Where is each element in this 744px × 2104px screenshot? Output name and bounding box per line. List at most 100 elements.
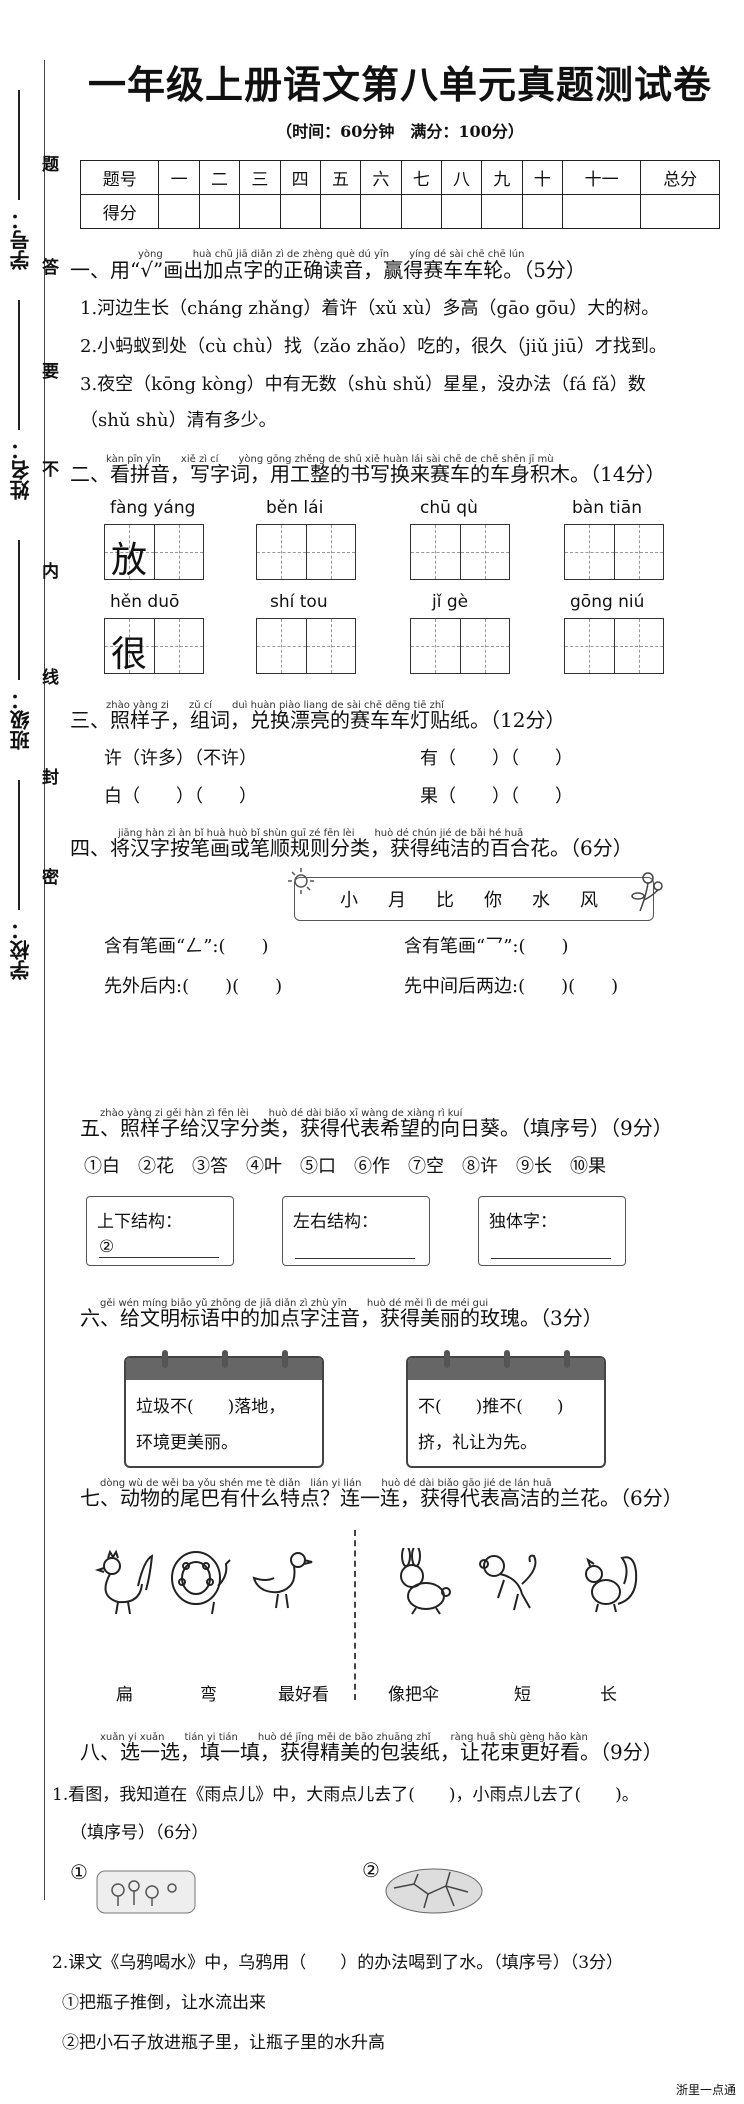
pic-label: ② [362, 1858, 380, 1882]
word-pinyin: jǐ gè [432, 592, 469, 612]
tail-word[interactable]: 最好看 [278, 1685, 329, 1705]
binding-margin: 题 答 要 不 内 线 封 密 学号： 姓名： 班级： 学校： [0, 0, 72, 2104]
tail-word[interactable]: 短 [514, 1685, 531, 1705]
classify-answer[interactable] [491, 1237, 611, 1259]
q8-part1-note: （填序号）（6分） [70, 1823, 209, 1843]
score-cell[interactable] [640, 194, 720, 229]
dry-land-pic-icon[interactable] [384, 1866, 484, 1916]
sun-icon [288, 868, 314, 894]
q4-blank[interactable]: 先外后内:( )( ) [104, 976, 283, 997]
score-header: 三 [239, 160, 281, 195]
q2-pinyin: kàn pīn yīn xiě zì cí yòng gōng zhěng de… [106, 454, 554, 465]
score-cell[interactable] [319, 194, 362, 229]
seal-char: 内 [38, 562, 58, 579]
q3-item[interactable]: 有（ ）（ ） [420, 748, 573, 769]
seal-char: 线 [38, 668, 58, 685]
tail-word[interactable]: 长 [600, 1685, 617, 1705]
q5-items: ①白 ②花 ③答 ④叶 ⑤口 ⑥作 ⑦空 ⑧许 ⑨长 ⑩果 [84, 1156, 606, 1177]
class-label: 班级： [9, 690, 33, 750]
rooster-icon[interactable] [88, 1546, 158, 1618]
student-number-field[interactable] [18, 90, 20, 200]
score-cell[interactable] [279, 194, 321, 229]
q3-item[interactable]: 白（ ）（ ） [104, 786, 257, 807]
score-header: 六 [360, 160, 402, 195]
q5-title: 五、照样子给汉字分类，获得代表希望的向日葵。（填序号）（9分） [80, 1116, 673, 1140]
banner-char: 风 [580, 890, 598, 911]
tail-word[interactable]: 扁 [116, 1685, 133, 1705]
q3-item[interactable]: 许（许多）（不许） [104, 748, 257, 769]
school-label: 学校： [9, 920, 33, 980]
q1-line[interactable]: （shǔ shù）清有多少。 [80, 410, 277, 431]
q8-option[interactable]: ①把瓶子推倒，让水流出来 [62, 1993, 266, 2013]
pic-label: ① [70, 1860, 88, 1884]
class-field[interactable] [18, 540, 20, 680]
writing-grid[interactable] [410, 524, 510, 580]
q8-pinyin: xuǎn yi xuǎn tián yi tián huò dé jīng mě… [100, 1732, 588, 1743]
slogan-sign[interactable]: 垃圾不( )落地， 环境更美丽。 [124, 1350, 324, 1468]
q4-pinyin: jiāng hàn zì àn bǐ huà huò bǐ shùn guī z… [118, 828, 524, 839]
garden-pic-icon[interactable] [96, 1870, 196, 1914]
classify-answer[interactable] [295, 1237, 415, 1259]
writing-grid[interactable] [564, 618, 664, 674]
tail-word[interactable]: 弯 [200, 1685, 217, 1705]
writing-grid[interactable]: 很 [104, 618, 204, 675]
q3-item[interactable]: 果（ ）（ ） [420, 786, 573, 807]
writing-grid[interactable] [256, 524, 356, 580]
slogan-line: 环境更美丽。 [136, 1433, 238, 1453]
slogan-line[interactable]: 垃圾不( )落地， [136, 1397, 286, 1417]
word-pinyin: hěn duō [110, 592, 180, 612]
squirrel-icon[interactable] [574, 1548, 644, 1620]
q4-title: 四、将汉字按笔画或笔顺规则分类，获得纯洁的百合花。（6分） [70, 836, 633, 860]
school-field[interactable] [18, 780, 20, 910]
word-pinyin: chū qù [420, 498, 478, 518]
slogan-sign[interactable]: 不( )推不( ) 挤，礼让为先。 [406, 1350, 606, 1468]
rabbit-icon[interactable] [386, 1548, 456, 1620]
score-cell[interactable] [521, 194, 563, 229]
writing-grid[interactable] [410, 618, 510, 674]
q1-line[interactable]: 2.小蚂蚁到处（cù chù）找（zǎo zhǎo）吃的，很久（jiǔ jiū）… [80, 336, 667, 357]
q1-line[interactable]: 1.河边生长（cháng zhǎng）着许（xǔ xù）多高（gāo gōu）大… [80, 298, 660, 319]
score-cell[interactable] [440, 194, 483, 229]
q4-blank[interactable]: 含有笔画“𠃋”:( ) [104, 936, 269, 957]
student-number-label: 学号： [9, 210, 33, 270]
slogan-line[interactable]: 不( )推不( ) [418, 1397, 564, 1417]
score-cell[interactable] [481, 194, 523, 229]
duck-icon[interactable] [250, 1546, 320, 1618]
score-cell[interactable] [360, 194, 402, 229]
q2-title: 二、看拼音，写字词，用工整的书写换来赛车的车身积木。（14分） [70, 462, 666, 486]
score-cell[interactable] [198, 194, 241, 229]
classify-box[interactable]: 左右结构： [282, 1196, 430, 1266]
q8-option[interactable]: ②把小石子放进瓶子里，让瓶子里的水升高 [62, 2033, 385, 2053]
q4-blank[interactable]: 先中间后两边:( )( ) [404, 976, 619, 997]
score-header: 九 [481, 160, 523, 195]
writing-grid[interactable]: 放 [104, 524, 204, 581]
writing-grid[interactable] [256, 618, 356, 674]
monkey-icon[interactable] [478, 1548, 548, 1620]
score-cell[interactable] [400, 194, 442, 229]
score-header: 十一 [561, 160, 642, 195]
score-cell[interactable] [561, 194, 642, 229]
name-field[interactable] [18, 300, 20, 430]
q4-blank[interactable]: 含有笔画“乛”:( ) [404, 936, 569, 957]
tail-word[interactable]: 像把伞 [388, 1685, 439, 1705]
score-cell[interactable] [239, 194, 281, 229]
seal-char: 要 [38, 362, 58, 379]
q8-part2[interactable]: 2.课文《乌鸦喝水》中，乌鸦用（ ）的办法喝到了水。（填序号）（3分） [52, 1953, 624, 1973]
score-cell[interactable] [158, 194, 200, 229]
q6-pinyin: gěi wén míng biāo yǔ zhōng de jiā diǎn z… [100, 1298, 489, 1309]
classify-label: 独体字： [489, 1212, 557, 1232]
writing-grid[interactable] [564, 524, 664, 580]
q8-part1[interactable]: 1.看图，我知道在《雨点儿》中，大雨点儿去了( )，小雨点儿去了( )。 [52, 1785, 639, 1805]
q1-pinyin: yòng huà chū jiā diǎn zì de zhèng què dú… [138, 249, 525, 260]
divider [354, 1530, 356, 1700]
peacock-icon[interactable] [168, 1546, 238, 1618]
classify-box[interactable]: 独体字： [478, 1196, 626, 1266]
seal-char: 答 [38, 258, 58, 275]
score-row-label: 得分 [79, 194, 160, 229]
q3-title: 三、照样子，组词，兑换漂亮的赛车车灯贴纸。（12分） [70, 708, 566, 732]
classify-answer[interactable]: ② [99, 1237, 219, 1258]
seal-line [44, 60, 45, 1900]
score-header: 四 [279, 160, 321, 195]
q1-line[interactable]: 3.夜空（kōng kòng）中有无数（shù shǔ）星星，没办法（fá fǎ… [80, 374, 646, 395]
classify-box[interactable]: 上下结构： ② [86, 1196, 234, 1266]
